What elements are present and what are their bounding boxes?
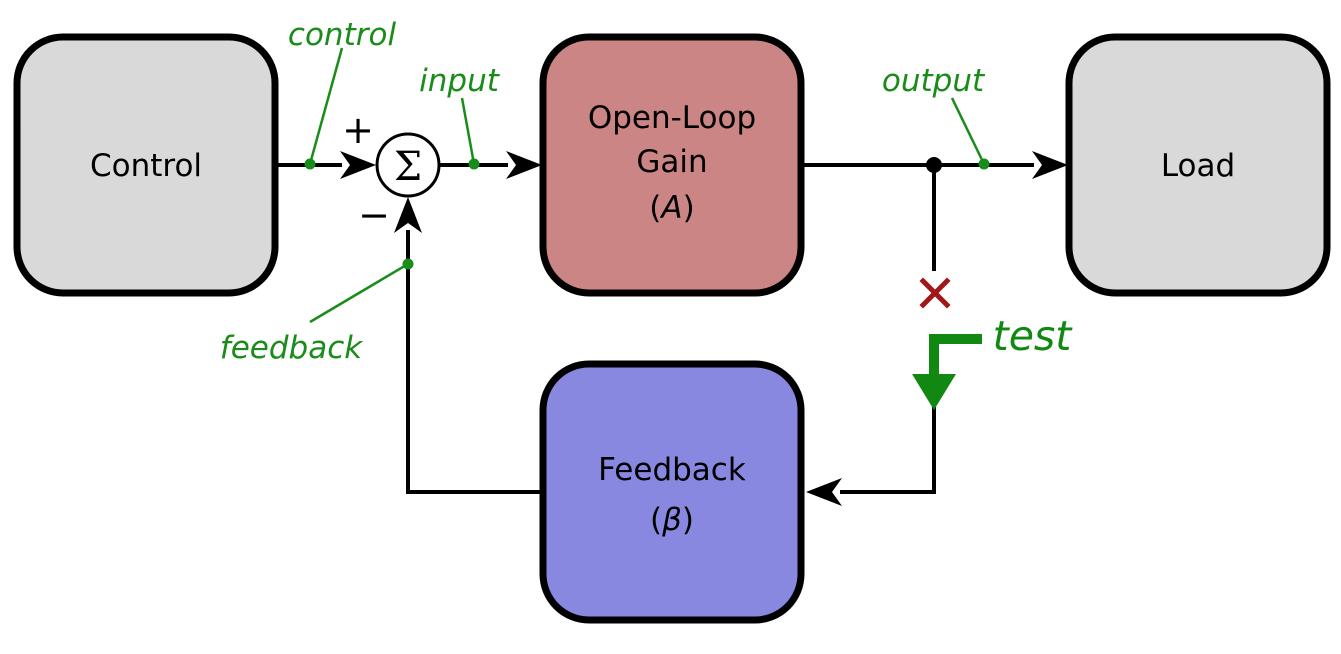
arrowhead-gain-left bbox=[506, 151, 542, 179]
signal-feedback-annotation: feedback bbox=[220, 258, 414, 366]
arrowhead-feedback-right bbox=[806, 478, 842, 506]
gain-block-line3: (A) bbox=[649, 190, 694, 226]
feedback-block-line2: (β) bbox=[650, 502, 694, 538]
signal-control-label: control bbox=[288, 17, 397, 53]
arrowhead-load-left bbox=[1032, 151, 1068, 179]
signal-feedback-label: feedback bbox=[220, 330, 363, 366]
feedback-block-line1: Feedback bbox=[598, 452, 746, 488]
gain-block: Open-Loop Gain (A) bbox=[539, 33, 805, 297]
load-block-label: Load bbox=[1161, 148, 1235, 184]
test-injection-arrow-icon bbox=[912, 334, 982, 410]
arrowhead-sum-bottom bbox=[394, 197, 422, 233]
load-block: Load bbox=[1065, 33, 1331, 297]
x-mark-icon bbox=[919, 277, 951, 309]
gain-block-line2: Gain bbox=[636, 144, 707, 180]
wire-test-to-feedback bbox=[840, 400, 936, 494]
test-label: test bbox=[993, 312, 1074, 360]
signal-output-label: output bbox=[882, 63, 986, 99]
feedback-block: Feedback (β) bbox=[539, 360, 805, 624]
arrowhead-sum-left bbox=[340, 151, 376, 179]
gain-block-line1: Open-Loop bbox=[588, 100, 756, 136]
signal-control-annotation: control bbox=[288, 17, 397, 170]
minus-sign: − bbox=[358, 193, 390, 237]
wire-feedback-to-sum bbox=[406, 230, 542, 494]
signal-input-label: input bbox=[419, 63, 501, 99]
plus-sign: + bbox=[342, 108, 374, 152]
summing-junction: Σ bbox=[375, 132, 441, 198]
control-block-label: Control bbox=[90, 148, 202, 184]
control-block: Control bbox=[13, 33, 279, 297]
signal-input-annotation: input bbox=[419, 63, 501, 170]
signal-output-annotation: output bbox=[882, 63, 990, 170]
sigma-symbol: Σ bbox=[394, 144, 422, 190]
